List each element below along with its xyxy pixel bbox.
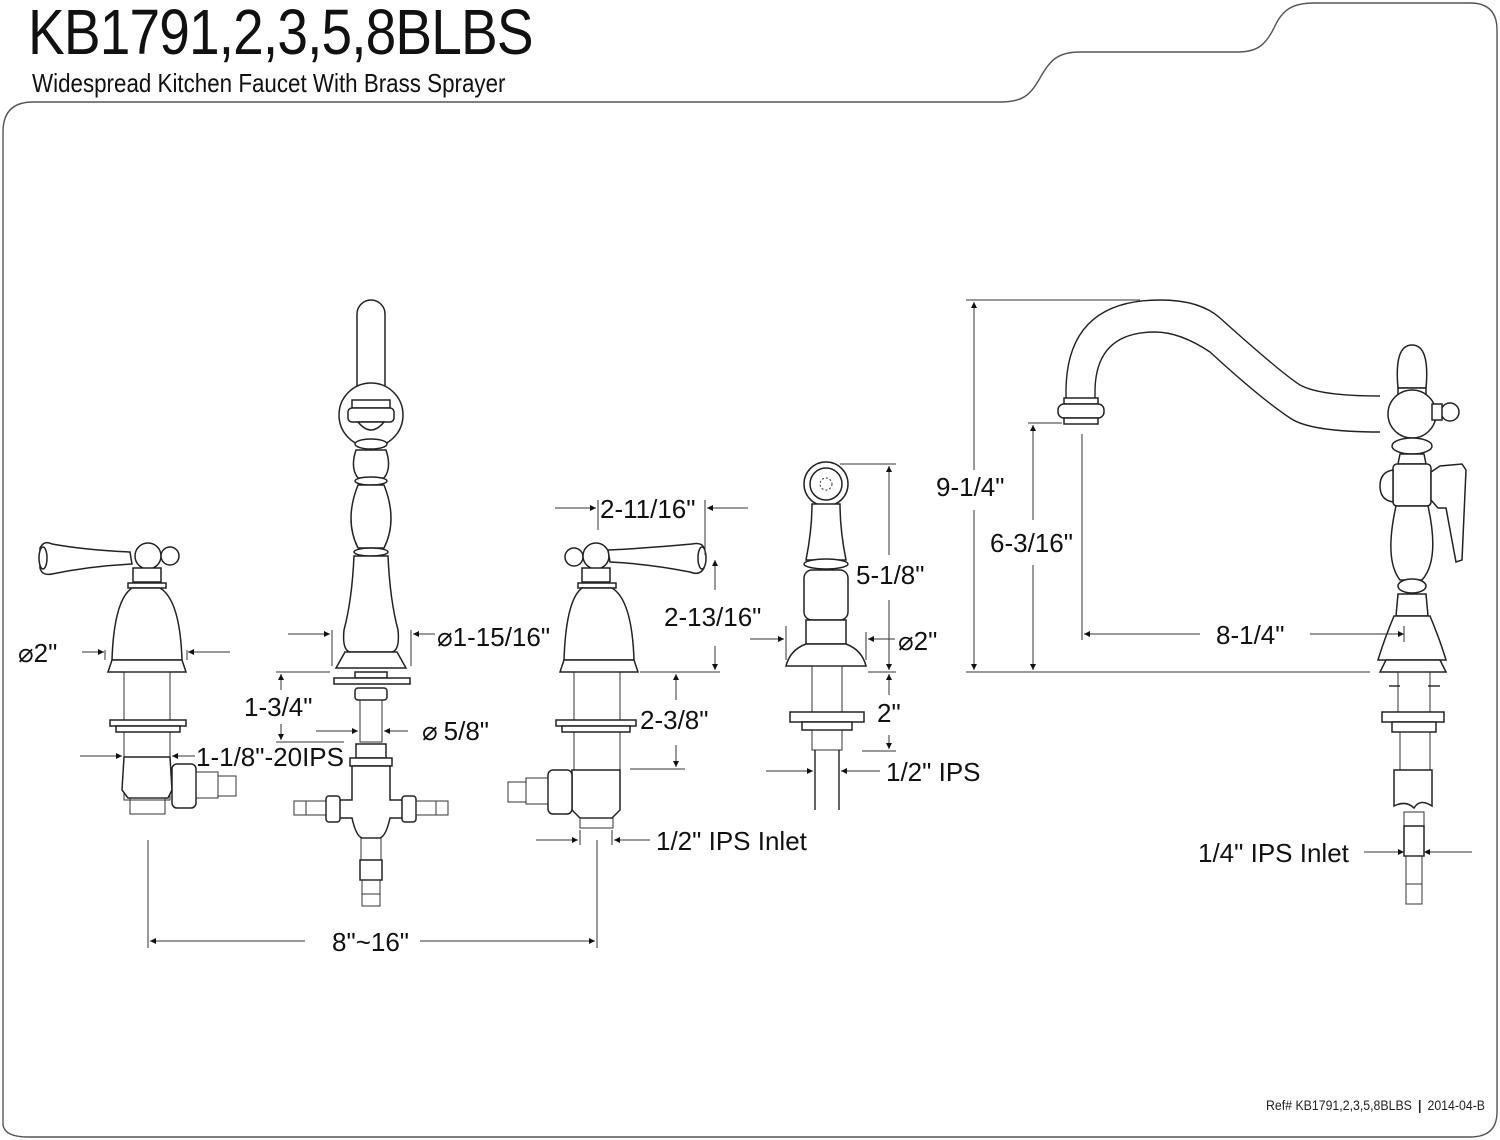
- dim-overall-height: 9-1/4": [936, 472, 1005, 502]
- reference-footer: Ref# KB1791,2,3,5,8BLBS | 2014-04-B: [1266, 1097, 1485, 1113]
- dim-sprayer-ips: 1/2" IPS: [886, 757, 981, 787]
- dim-sprayer-diameter: ⌀2": [898, 626, 937, 656]
- center-spout-front: [293, 299, 449, 907]
- revision-code: 2014-04-B: [1427, 1097, 1486, 1113]
- dim-half-inlet: 1/2" IPS Inlet: [656, 826, 808, 856]
- dim-sprayer-height: 5-1/8": [856, 560, 925, 590]
- footer-separator: |: [1417, 1097, 1422, 1113]
- dim-shank-length: 1-3/4": [244, 692, 313, 722]
- dim-sprayer-shank: 2": [877, 698, 901, 728]
- dim-reach: 8-1/4": [1216, 620, 1285, 650]
- right-handle-valve: [507, 542, 707, 829]
- dim-spout-base: ⌀1-15/16": [437, 622, 550, 652]
- dim-handle-height: 2-13/16": [664, 602, 761, 632]
- product-description: Widespread Kitchen Faucet With Brass Spr…: [32, 68, 506, 98]
- reference-number: Ref# KB1791,2,3,5,8BLBS: [1266, 1097, 1412, 1113]
- dim-spread: 8"~16": [332, 927, 409, 957]
- dim-valve-shank: 2-3/8": [640, 705, 709, 735]
- dim-thread: 1-1/8"-20IPS: [196, 742, 344, 772]
- dimension-lines: [80, 299, 1472, 948]
- dim-shank-diameter: ⌀5/8": [422, 716, 489, 746]
- dim-left-diameter: ⌀2": [18, 638, 57, 668]
- left-handle-valve: [38, 541, 237, 815]
- side-sprayer: [785, 461, 867, 810]
- dim-quarter-inlet: 1/4" IPS Inlet: [1198, 838, 1350, 868]
- dimension-labels: ⌀2" 1-1/8"-20IPS ⌀1-15/16" 1-3/4" ⌀5/8" …: [18, 472, 1350, 957]
- spout-side-view: [1057, 299, 1467, 905]
- dim-spout-clearance: 6-3/16": [990, 528, 1073, 558]
- dim-handle-span: 2-11/16": [600, 494, 695, 524]
- model-title: KB1791,2,3,5,8BLBS: [28, 0, 534, 68]
